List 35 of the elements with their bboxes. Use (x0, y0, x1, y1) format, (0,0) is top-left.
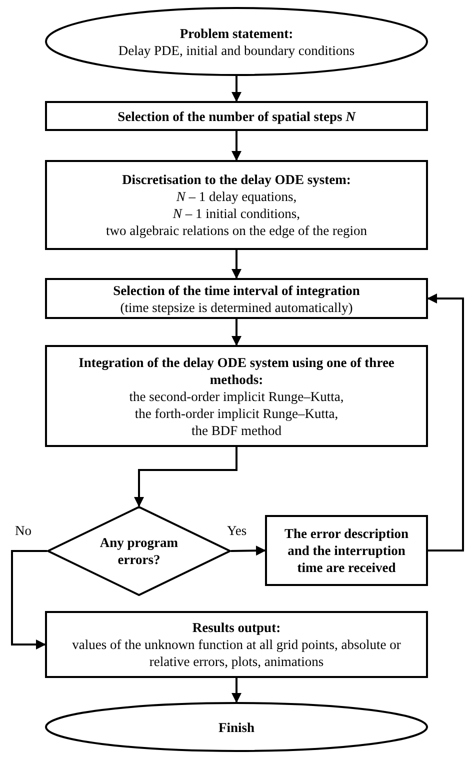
node-text: N – 1 delay equations, (176, 188, 297, 205)
node-text: (time stepsize is determined automatically) (120, 298, 353, 316)
process-box (45, 160, 428, 250)
arrow (232, 678, 242, 703)
node-heading: Any program errors? (98, 534, 180, 568)
arrow (230, 546, 266, 556)
process-box (265, 515, 428, 586)
arrow (232, 131, 242, 161)
process-box (45, 278, 428, 319)
node-heading: The error description and the interruption time are received (284, 525, 410, 576)
node-heading: Discretisation to the delay ODE system: (122, 171, 351, 188)
node-text: the second-order implicit Runge–Kutta, (129, 388, 344, 404)
arrow (427, 294, 464, 552)
process-box (45, 611, 428, 678)
node-heading: Integration of the delay ODE system using one of three methods: (78, 354, 396, 388)
arrow (11, 550, 47, 650)
arrow (232, 76, 242, 102)
process-box (45, 345, 428, 447)
end-ellipse (45, 702, 428, 752)
node-text: two algebraic relations on the edge of the region (106, 222, 367, 239)
start-ellipse (45, 7, 428, 76)
node-heading: Results output: (192, 619, 281, 636)
arrow (232, 319, 242, 346)
node-text: values of the unknown function at all grid points, absolute or relative errors, plots, animations (71, 636, 402, 670)
arrow (134, 447, 238, 507)
node-text: N – 1 initial conditions, (172, 205, 300, 222)
node-text: the BDF method (192, 422, 282, 438)
node-heading: Problem statement: (180, 24, 294, 42)
node-heading: Finish (218, 718, 255, 736)
node-text: Delay PDE, initial and boundary conditions (118, 42, 355, 58)
node-heading: Selection of the number of spatial steps N (118, 108, 356, 124)
arrow (232, 250, 242, 279)
node-heading: Selection of the time interval of integration (113, 282, 360, 298)
process-box (45, 101, 428, 131)
node-text: the forth-order implicit Runge–Kutta, (134, 404, 338, 422)
